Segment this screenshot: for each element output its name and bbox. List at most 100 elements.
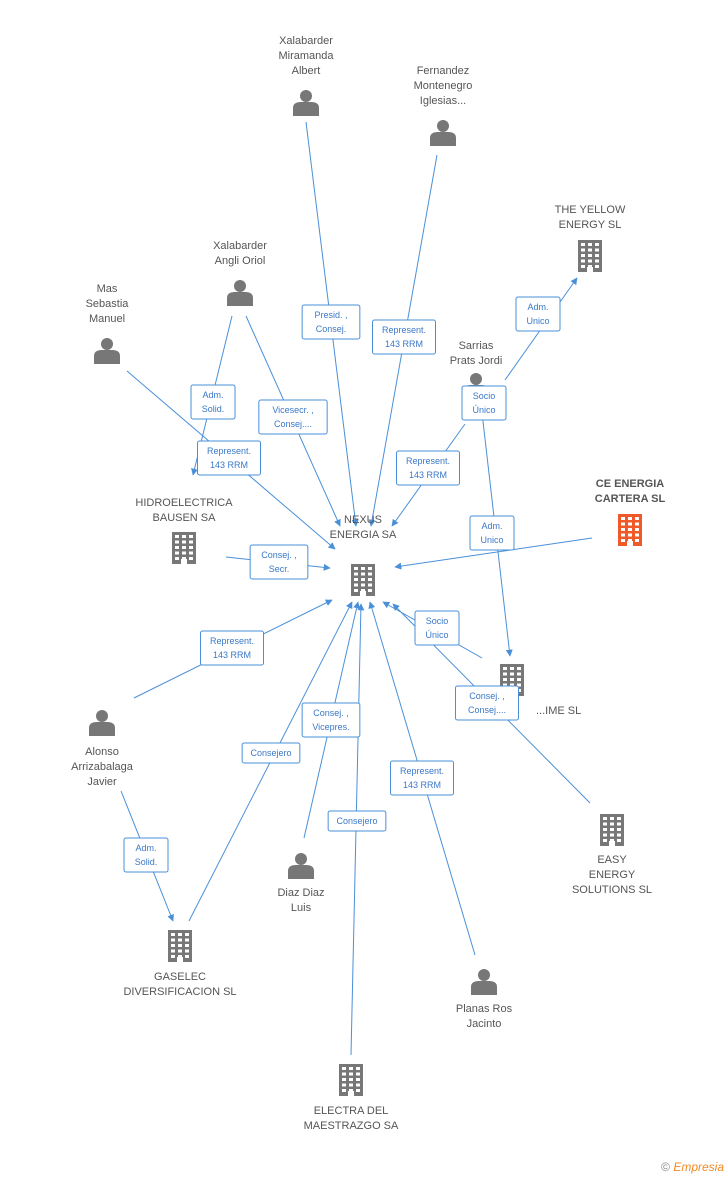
edge-label-box	[123, 837, 169, 873]
edge-label-hidro-nexus[interactable]: Consej. ,Secr.	[249, 544, 309, 580]
node-label-mas: Mas	[97, 283, 118, 295]
building-window	[349, 1083, 353, 1087]
node-fernandez[interactable]: FernandezMontenegroIglesias...	[414, 65, 473, 146]
node-label-nexus: ENERGIA SA	[330, 529, 397, 541]
footer: © Empresia	[661, 1160, 724, 1174]
person-icon	[430, 120, 456, 146]
building-window	[503, 672, 507, 676]
edge-label-mas-nexus[interactable]: Represent.143 RRM	[197, 440, 261, 476]
edge-label-alonso-nexus[interactable]: Represent.143 RRM	[200, 630, 264, 666]
node-label-diaz: Luis	[291, 902, 312, 914]
edge-label-box	[301, 304, 361, 340]
building-window	[635, 517, 639, 520]
building-window	[175, 540, 179, 544]
node-label-alonso: Alonso	[85, 746, 119, 758]
edge-label-text: Solid.	[202, 404, 225, 414]
building-window	[189, 535, 193, 538]
edge-label-sarrias-nexus[interactable]: Represent.143 RRM	[396, 450, 460, 486]
edge-label-box	[461, 385, 507, 421]
edge-label-xalabarder_m-nexus[interactable]: Presid. ,Consej.	[301, 304, 361, 340]
building-window	[368, 572, 372, 576]
edge-label-text: Consej....	[274, 419, 312, 429]
edge-label-xalabarder_a-nexus[interactable]: Vicesecr. ,Consej....	[258, 399, 328, 435]
building-window	[617, 828, 621, 831]
building-window	[361, 578, 365, 581]
edge-label-text: Represent.	[406, 456, 450, 466]
building-window	[635, 528, 639, 531]
brand-logo[interactable]: Empresia	[673, 1160, 724, 1174]
node-label-xalabarder_m: Albert	[292, 65, 321, 77]
edge-label-diaz-nexus[interactable]: Consej. ,Vicepres.	[301, 702, 361, 738]
building-window	[189, 546, 193, 549]
person-icon	[94, 338, 120, 364]
building-window	[349, 1072, 353, 1076]
edge-label-xalabarder_a-hidro[interactable]: Adm.Solid.	[190, 384, 236, 420]
building-window	[175, 546, 179, 549]
building-window	[175, 557, 179, 560]
edge-label-fernandez-nexus[interactable]: Represent.143 RRM	[372, 319, 436, 355]
edge-label-text: Unico	[526, 316, 549, 326]
building-window	[635, 522, 639, 526]
building-window	[595, 248, 599, 252]
building-window	[171, 949, 175, 953]
edge-label-planas-nexus[interactable]: Represent.143 RRM	[390, 760, 454, 796]
building-window	[342, 1083, 346, 1087]
building-window	[356, 1072, 360, 1076]
building-icon	[618, 514, 642, 546]
building-window	[610, 817, 614, 820]
building-window	[617, 839, 621, 842]
building-window	[182, 540, 186, 544]
edge-label-text: Consej.	[316, 324, 347, 334]
edge-label-box	[414, 610, 460, 646]
building-window	[603, 817, 607, 820]
building-window	[175, 535, 179, 538]
node-label-electra: ELECTRA DEL	[314, 1105, 389, 1117]
building-window	[581, 265, 585, 268]
building-window	[588, 243, 592, 246]
edge-label-easy-nexus[interactable]: Consej. ,Consej....	[455, 685, 519, 721]
edge-label-alonso-gaselec[interactable]: Adm.Solid.	[123, 837, 169, 873]
building-window	[635, 539, 639, 542]
edge-label-ce-nexus[interactable]: Adm.Unico	[469, 515, 515, 551]
edge-label-electra-nexus[interactable]: Consejero	[327, 810, 387, 832]
edge-label-gaselec-nexus[interactable]: Consejero	[241, 742, 301, 764]
building-window	[185, 938, 189, 942]
building-window	[361, 567, 365, 570]
building-window	[588, 248, 592, 252]
building-icon	[351, 564, 375, 596]
building-window	[185, 949, 189, 953]
building-window	[368, 567, 372, 570]
building-door	[609, 841, 615, 846]
person-icon	[227, 280, 253, 306]
building-window	[349, 1078, 353, 1081]
building-door	[348, 1091, 354, 1096]
edge-label-box	[249, 544, 309, 580]
edge-label-text: Consej. ,	[469, 691, 505, 701]
building-window	[178, 933, 182, 936]
building-window	[182, 557, 186, 560]
edge-label-sarrias-yellow[interactable]: Adm.Unico	[515, 296, 561, 332]
building-window	[361, 583, 365, 587]
building-window	[171, 933, 175, 936]
building-window	[510, 672, 514, 676]
node-label-mas: Manuel	[89, 313, 125, 325]
person-icon-head	[437, 120, 449, 132]
person-icon-body	[430, 132, 456, 146]
edge-label-text: Consej. ,	[313, 708, 349, 718]
